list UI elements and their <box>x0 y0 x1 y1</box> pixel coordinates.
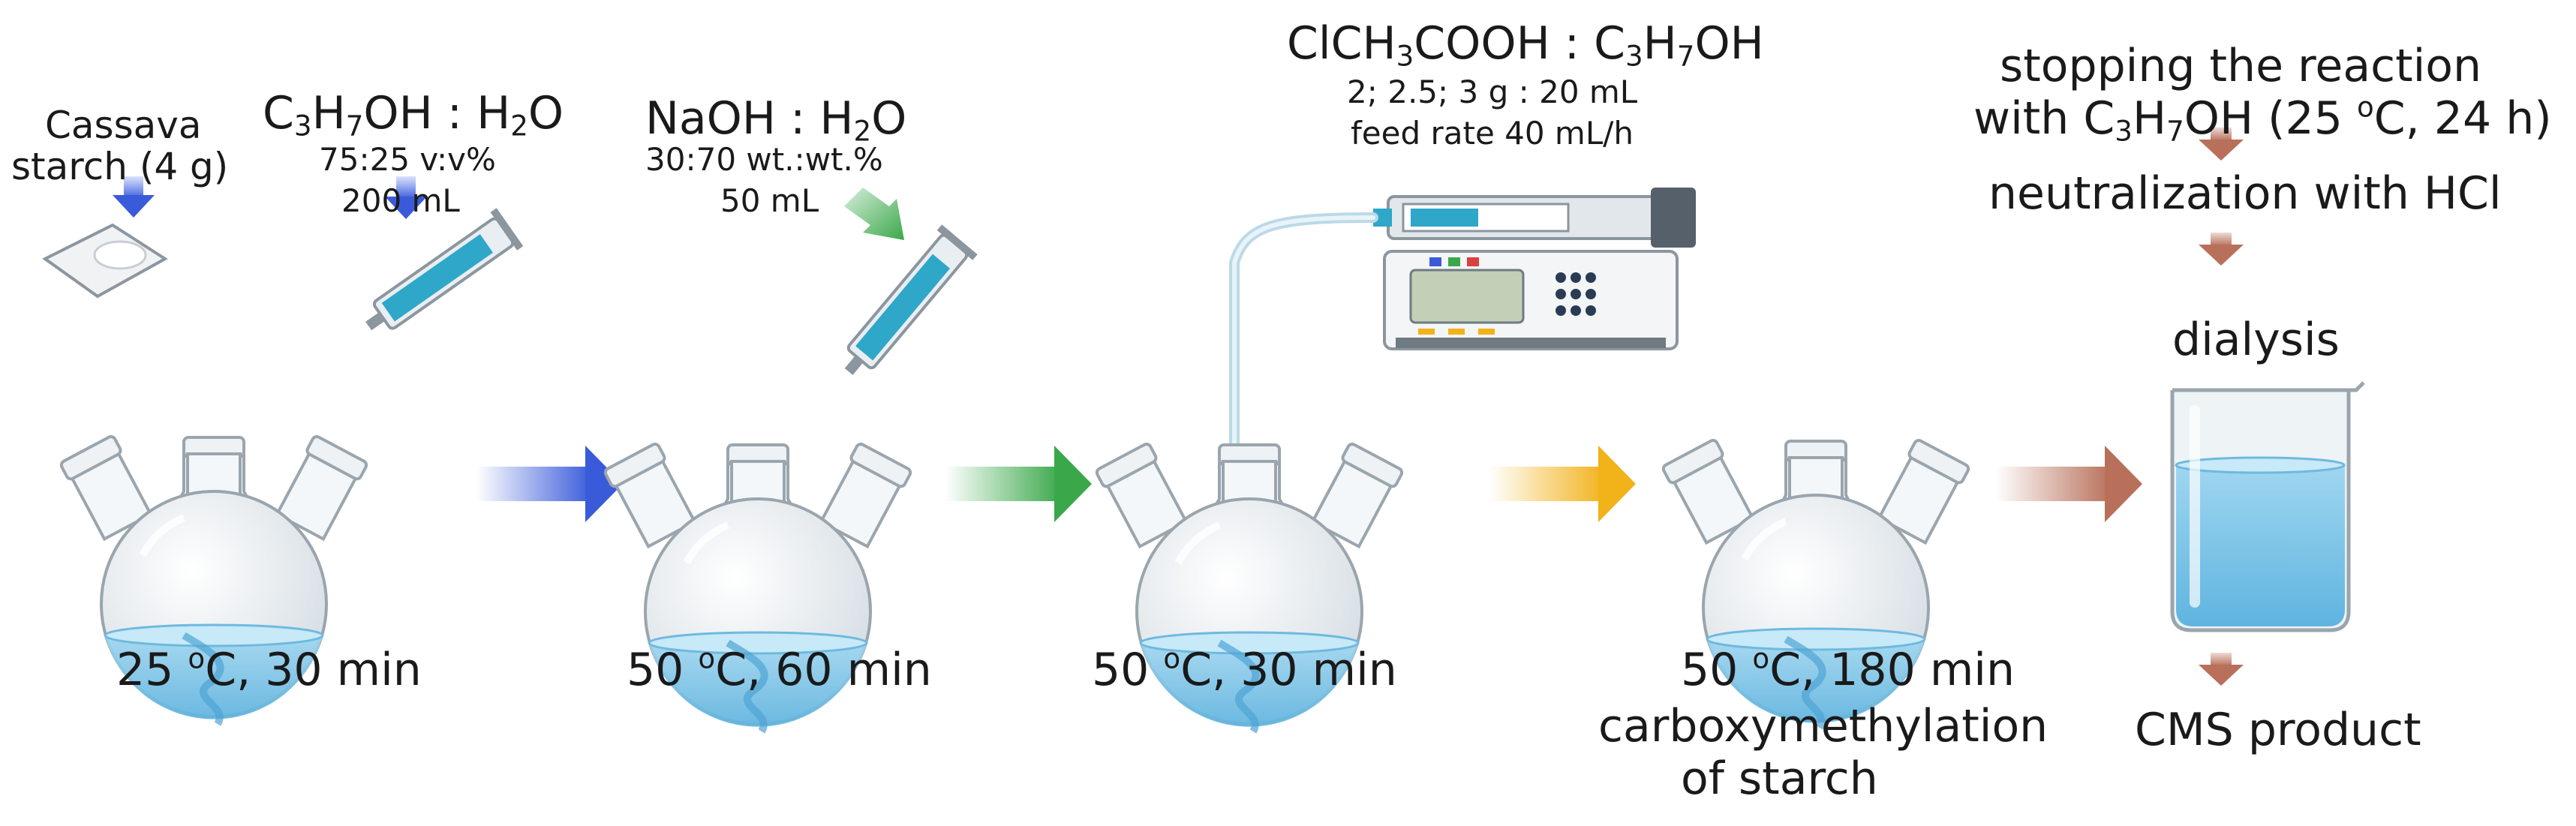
solvent-ratio: 75:25 v:v% <box>319 141 496 178</box>
chloroacetic-amounts: 2; 2.5; 3 g : 20 mL <box>1347 74 1638 110</box>
syringe-2 <box>844 224 978 375</box>
stop-reaction-line1: stopping the reaction <box>2000 40 2482 92</box>
feed-tube <box>1229 212 1378 448</box>
syringe-1 <box>365 208 524 331</box>
naoh-formula: NaOH : H2O <box>645 92 907 148</box>
feed-rate: feed rate 40 mL/h <box>1351 115 1634 152</box>
down-arrow-blue-solvent <box>385 176 427 219</box>
step4-description-line2: of starch <box>1681 752 1878 805</box>
step1-condition: 25 oC, 30 min <box>116 641 422 696</box>
syringe-pump <box>1373 188 1696 350</box>
process-arrow-yellow <box>1489 446 1636 522</box>
naoh-volume: 50 mL <box>720 182 819 219</box>
starch-weigh-boat <box>42 223 168 299</box>
down-arrow-blue-starch <box>113 176 155 218</box>
down-arrow-brown-3 <box>2199 653 2244 686</box>
process-arrow-blue <box>476 446 623 522</box>
down-arrow-brown-2 <box>2199 233 2244 266</box>
step4-condition: 50 oC, 180 min <box>1681 641 2015 696</box>
step4-description-line1: carboxymethylation <box>1598 700 2048 752</box>
step2-condition: 50 oC, 60 min <box>627 641 932 696</box>
naoh-ratio: 30:70 wt.:wt.% <box>645 141 883 178</box>
down-arrow-green <box>844 188 904 240</box>
solvent-volume: 200 mL <box>341 182 460 219</box>
process-arrow-green <box>945 446 1092 522</box>
stop-reaction-line2: with C3H7OH (25 oC, 24 h) <box>1973 90 2552 148</box>
dialysis-label: dialysis <box>2172 314 2340 366</box>
step3-condition: 50 oC, 30 min <box>1092 641 1397 696</box>
solvent-formula: C3H7OH : H2O <box>263 87 564 143</box>
cms-product-label: CMS product <box>2135 704 2421 756</box>
starch-label-line2: starch (4 g) <box>11 145 229 188</box>
neutralization-label: neutralization with HCl <box>1988 167 2502 220</box>
starch-label-line1: Cassava <box>45 104 202 147</box>
process-arrow-brown <box>1996 446 2142 522</box>
beaker <box>2170 381 2365 632</box>
chloroacetic-formula: ClCH3COOH : C3H7OH <box>1287 17 1764 73</box>
